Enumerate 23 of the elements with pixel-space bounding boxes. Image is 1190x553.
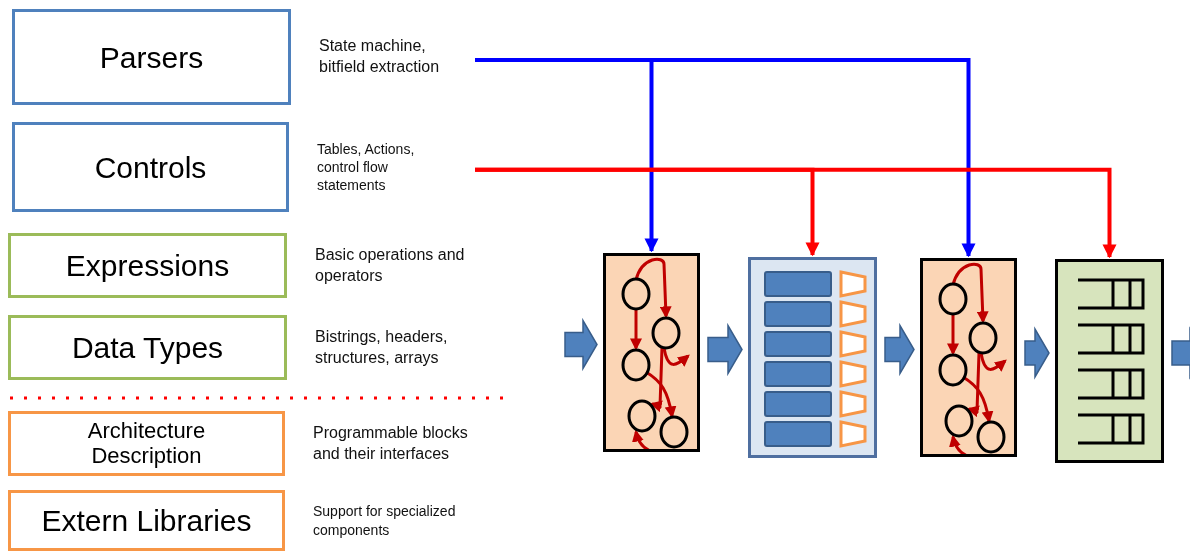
layer-box: Extern Libraries (8, 490, 285, 551)
description-text: Programmable blocks and their interfaces (313, 422, 469, 464)
process-block (1055, 259, 1164, 463)
layer-box: Data Types (8, 315, 287, 380)
process-block (603, 253, 700, 452)
arrow (475, 57, 976, 258)
layer-box: Architecture Description (8, 411, 285, 476)
layer-box: Controls (12, 122, 289, 212)
block-arrow (1024, 326, 1050, 380)
layer-box: Expressions (8, 233, 287, 298)
arrow (475, 167, 1117, 259)
description-text: Support for specialized components (313, 502, 457, 539)
block-arrow (884, 322, 915, 377)
layer-box: Parsers (12, 9, 291, 105)
block-arrow (564, 317, 598, 372)
block-arrow (1171, 326, 1190, 380)
description-text: Tables, Actions, control flow statements (317, 139, 416, 195)
description-text: Bistrings, headers, structures, arrays (315, 326, 449, 368)
description-text: State machine, bitfield extraction (319, 36, 441, 77)
process-block (748, 257, 877, 458)
block-arrow (707, 322, 743, 377)
description-text: Basic operations and operators (315, 244, 465, 286)
process-block (920, 258, 1017, 457)
